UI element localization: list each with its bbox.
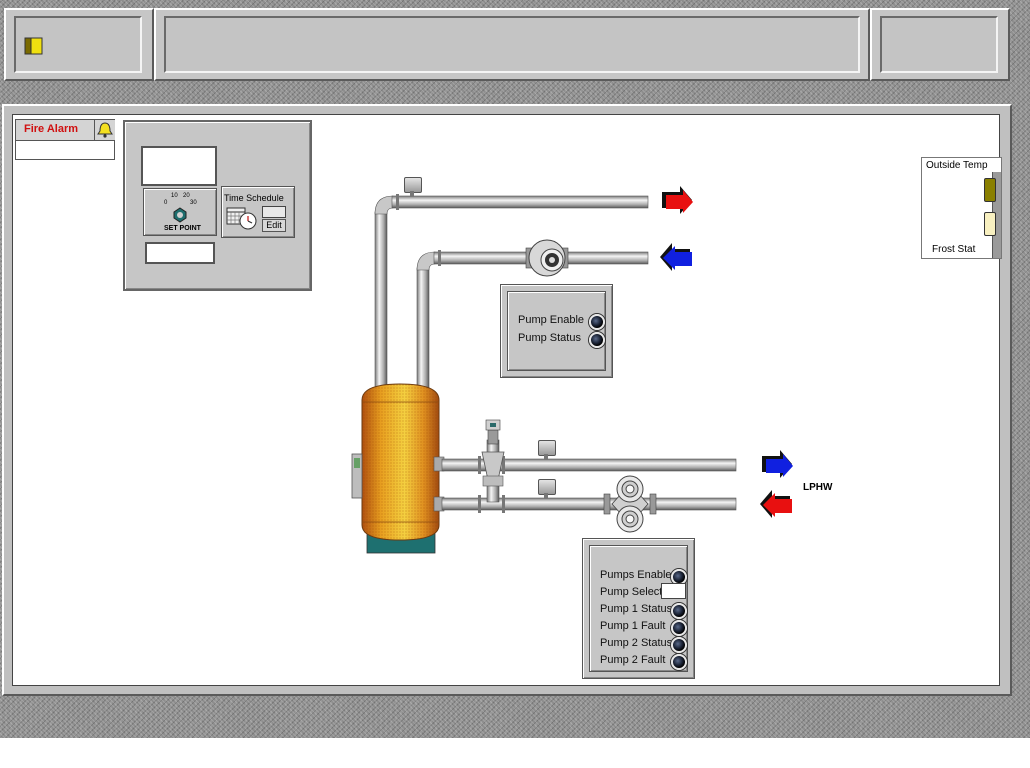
pump2-status-indicator[interactable] [671,637,687,653]
secondary-pumps-inner: Pumps Enable Pump Select Pump 1 Status P… [589,545,688,672]
header-right-inner [880,16,998,73]
header-center-inner [164,16,860,73]
pump-select-input[interactable] [661,583,686,599]
pump2-status-label: Pump 2 Status [600,637,673,649]
temperature-display [145,242,215,264]
primary-pump-panel: Pump Enable Pump Status [500,284,613,378]
flow-sensor-stem [410,191,414,197]
primary-pump-inner: Pump Enable Pump Status [507,291,606,371]
door-icon[interactable] [24,36,44,56]
time-schedule-panel: Time Schedule Edit [221,186,295,238]
lphw-return-sensor-stem [544,493,548,499]
header-right-panel [870,8,1010,81]
bell-icon[interactable] [95,120,115,141]
fire-alarm-widget[interactable]: Fire Alarm [15,119,115,160]
setpoint-display [141,146,217,186]
calendar-clock-icon[interactable] [226,206,258,230]
schedule-display [262,206,286,218]
setpoint-label: SET POINT [164,225,201,232]
time-schedule-label: Time Schedule [224,193,284,203]
pump2-fault-indicator[interactable] [671,654,687,670]
dial-tick-0: 0 [164,200,168,206]
control-panel: 0 10 20 30 SET POINT Time Schedule Edit [123,120,312,291]
lphw-label: LPHW [803,482,833,493]
outside-temp-widget: Outside Temp Frost Stat [921,157,1002,259]
pump-enable-indicator[interactable] [589,314,605,330]
header-center-panel [154,8,870,81]
frost-stat-label: Frost Stat [932,244,976,255]
fire-alarm-header: Fire Alarm [16,120,95,141]
outside-temp-sensor-icon[interactable] [984,178,996,202]
pump-status-indicator[interactable] [589,332,605,348]
pump-select-label: Pump Select [600,586,663,598]
fire-alarm-label: Fire Alarm [24,123,79,135]
frost-stat-icon[interactable] [984,212,996,236]
setpoint-knob-icon[interactable] [172,207,188,223]
dial-tick-20: 20 [183,193,190,199]
dial-tick-30: 30 [190,200,197,206]
pumps-enable-label: Pumps Enable [600,569,672,581]
header-left-panel [4,8,154,81]
secondary-pumps-panel: Pumps Enable Pump Select Pump 1 Status P… [582,538,695,679]
pump2-fault-label: Pump 2 Fault [600,654,666,666]
pump1-status-indicator[interactable] [671,603,687,619]
pump-status-label: Pump Status [518,332,581,344]
edit-label: Edit [266,220,282,230]
pump1-fault-indicator[interactable] [671,620,687,636]
pump1-status-label: Pump 1 Status [600,603,673,615]
schedule-edit-button[interactable]: Edit [262,219,286,232]
pump-enable-label: Pump Enable [518,314,585,326]
lphw-flow-sensor-stem [544,454,548,460]
pump1-fault-label: Pump 1 Fault [600,620,666,632]
setpoint-dial-panel[interactable]: 0 10 20 30 SET POINT [143,188,217,236]
dial-tick-10: 10 [171,193,178,199]
outside-temp-label: Outside Temp [926,160,988,171]
